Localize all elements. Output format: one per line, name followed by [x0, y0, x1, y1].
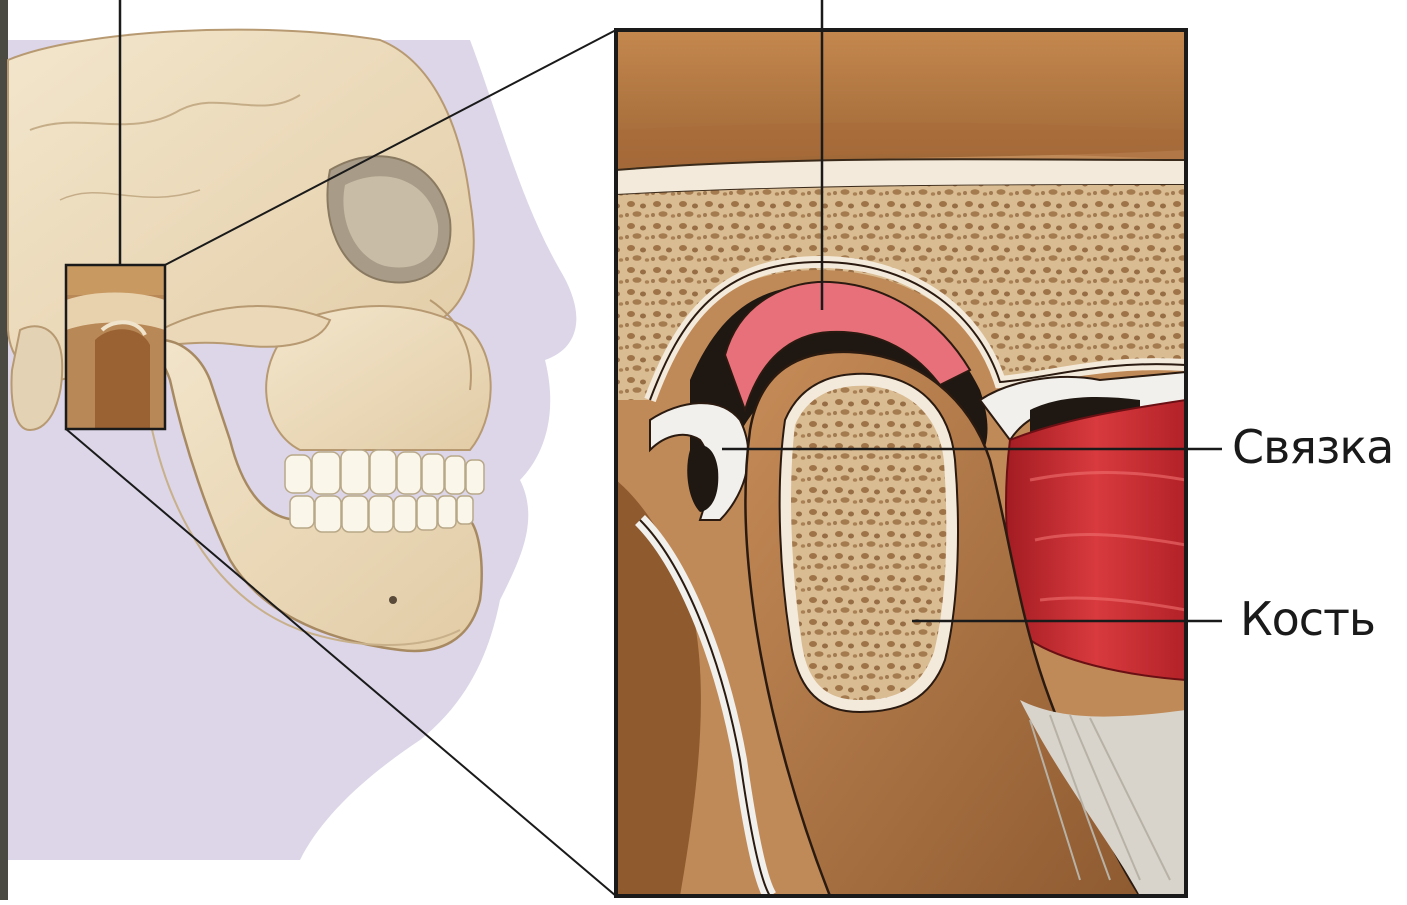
bone-label: Кость	[1240, 592, 1375, 646]
tmj-inset-box	[66, 265, 165, 429]
upper-teeth	[285, 450, 484, 494]
left-border	[0, 0, 8, 900]
magnified-joint-panel	[616, 30, 1186, 896]
condyle-spongy-bone	[791, 386, 946, 700]
lower-teeth	[290, 496, 473, 532]
ligament-label: Связка	[1232, 420, 1393, 474]
